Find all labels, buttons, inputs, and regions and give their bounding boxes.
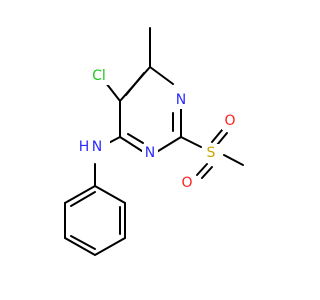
molecule-diagram: Cl N N S O O N H bbox=[64, 27, 244, 257]
atom-n-bottom: N bbox=[145, 145, 155, 161]
bond-s-ch3 bbox=[223, 154, 244, 166]
atom-labels: Cl N N S O O N H bbox=[79, 68, 236, 191]
atom-nh-h: H bbox=[79, 139, 90, 155]
bond-c4-n3 bbox=[119, 136, 146, 154]
label-bg-o-bottom bbox=[179, 174, 195, 192]
bond-c5-cl bbox=[105, 82, 121, 102]
label-bg-s bbox=[203, 144, 219, 162]
label-bg-n-top bbox=[173, 91, 189, 109]
phenyl-double-2 bbox=[70, 235, 96, 250]
label-bg-nh bbox=[76, 138, 110, 156]
bond-s-o-top-1 bbox=[211, 129, 223, 143]
phenyl-ring bbox=[64, 184, 126, 257]
label-backgrounds bbox=[76, 67, 238, 192]
label-bg-o-top bbox=[222, 112, 238, 130]
bond-c6-c5-double bbox=[125, 72, 145, 96]
bond-c6-n1 bbox=[149, 66, 174, 85]
bond-s-o-top-2 bbox=[216, 132, 228, 146]
bond-n3-c2 bbox=[154, 136, 182, 154]
atom-nh-n: N bbox=[92, 139, 102, 155]
atom-cl: Cl bbox=[92, 68, 106, 84]
bond-c4-n3-double bbox=[127, 133, 144, 144]
atom-o-bottom: O bbox=[181, 175, 192, 191]
label-bg-cl bbox=[86, 67, 112, 85]
bond-c2-s bbox=[180, 136, 202, 148]
phenyl-double-3 bbox=[70, 191, 96, 207]
atom-s: S bbox=[207, 145, 216, 161]
atom-n-top: N bbox=[176, 92, 186, 108]
label-bg-n-bottom bbox=[142, 144, 158, 162]
bond-group bbox=[64, 27, 244, 257]
bond-s-o-bottom-2 bbox=[201, 166, 213, 179]
atom-o-top: O bbox=[224, 113, 235, 129]
bond-s-o-bottom-1 bbox=[196, 163, 208, 176]
